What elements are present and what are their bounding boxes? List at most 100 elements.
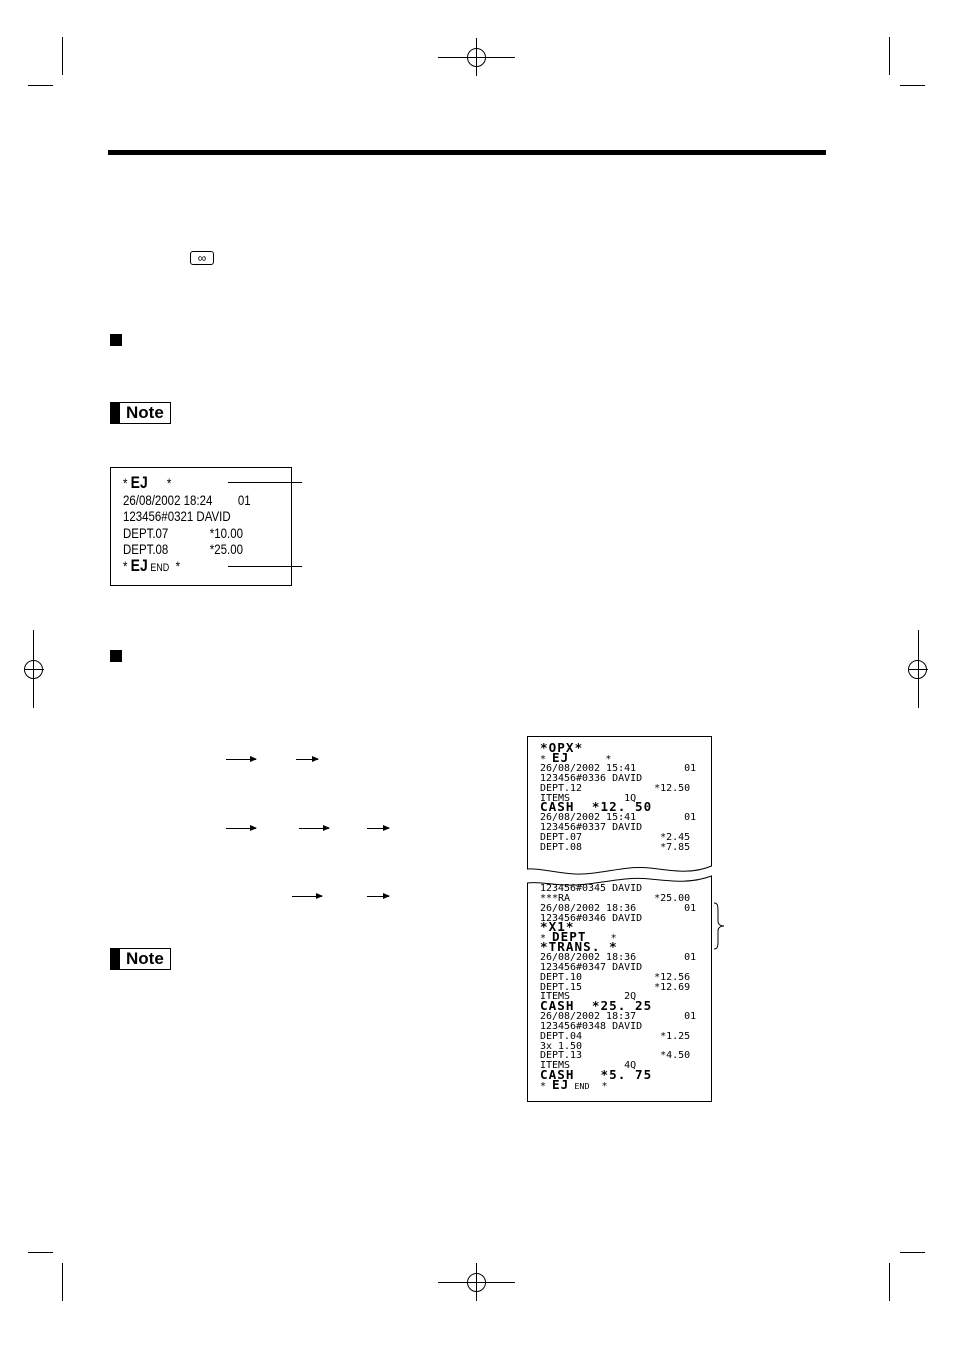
printout-text: END <box>569 1082 590 1091</box>
printout-line: 26/08/2002 18:36 01 <box>540 953 696 963</box>
printout-line: * EJ END * <box>123 556 181 576</box>
printout-line: 26/08/2002 15:41 01 <box>540 813 696 823</box>
printout-text: * <box>147 475 172 491</box>
printout-line: ***RA *25.00 <box>540 892 691 904</box>
printout-line: DEPT.04 *1.25 <box>540 1030 691 1042</box>
printout-text: CASH *25. 25 <box>540 999 653 1014</box>
printout-line: DEPT.07 *2.45 <box>540 833 690 843</box>
printout-line: DEPT.15 *12.69 <box>540 981 691 993</box>
printout-text: ITEMS 4Q <box>540 1060 637 1072</box>
printout-text: *OP <box>540 741 566 755</box>
printout-text: * <box>540 1081 553 1092</box>
printout-text: ***RA *25.00 <box>540 892 691 904</box>
printout-line: DEPT.07 *10.00 <box>123 525 243 541</box>
note-label: Note <box>126 949 164 968</box>
printout-text: 123456#0345 DAVID <box>540 883 643 894</box>
printout-line: 26/08/2002 18:36 01 <box>540 902 697 914</box>
printout-line: ITEMS 4Q <box>540 1061 636 1071</box>
note-label: Note <box>126 403 164 422</box>
printout-text: * <box>123 558 131 574</box>
printout-text: END <box>147 562 170 574</box>
printout-line: *TRANS. * <box>540 941 618 954</box>
printout-text: 26/08/2002 15:41 01 <box>540 762 697 774</box>
printout-text: * <box>569 753 612 765</box>
printout-text: *X1* <box>540 920 575 935</box>
brace-icon <box>713 902 725 950</box>
printout-line: 26/08/2002 18:37 01 <box>540 1012 696 1022</box>
printout-line: 3x 1.50 <box>540 1040 583 1052</box>
arrow-icon <box>226 756 257 762</box>
printout-line: DEPT.12 *12.50 <box>540 782 691 794</box>
printout-text: * <box>589 1081 608 1092</box>
printout-text: * <box>586 933 617 945</box>
arrow-icon <box>367 825 390 831</box>
note-badge-1: Note <box>110 402 171 424</box>
printout-text: 123456#0348 DAVID <box>540 1020 643 1032</box>
printout-line: CASH *25. 25 <box>540 999 653 1014</box>
printout-line: *OPX* <box>540 741 584 755</box>
printout-text: 26/08/2002 15:41 01 <box>540 812 697 824</box>
printout-text: 123456#0346 DAVID <box>540 912 643 924</box>
printout-text: * <box>540 933 553 945</box>
printout-text: ITEMS 2Q <box>540 991 637 1003</box>
printout-text: DEPT.07 *10.00 <box>123 524 243 541</box>
printout-line: 123456#0345 DAVID <box>540 884 642 894</box>
leader-line-ej-header <box>228 482 302 483</box>
printout-text: DEPT.10 *12.56 <box>540 971 691 983</box>
section-bullet-2 <box>110 650 122 662</box>
printout-text: 3x 1.50 <box>540 1040 583 1052</box>
printout-text: DEPT <box>552 930 587 945</box>
printout-text: DEPT.12 *12.50 <box>540 782 691 794</box>
printout-line: * DEPT * <box>540 930 617 945</box>
printout-line: *X1* <box>540 920 575 935</box>
printout-line: DEPT.08 *25.00 <box>123 541 243 557</box>
printout-text: 26/08/2002 18:24 01 <box>123 491 251 508</box>
printout-line: * EJ * <box>540 750 612 765</box>
section-bullet-1 <box>110 334 122 346</box>
printout-text: DEPT.04 *1.25 <box>540 1030 691 1042</box>
receipt-paper-outline <box>527 736 712 1102</box>
printout-line: DEPT.10 *12.56 <box>540 971 691 983</box>
arrow-icon <box>226 825 257 831</box>
arrow-icon <box>292 893 323 899</box>
printout-line: 26/08/2002 15:41 01 <box>540 762 697 774</box>
printout-line: 123456#0336 DAVID <box>540 773 642 784</box>
printout-text: EJ <box>130 556 148 575</box>
printout-text: 26/08/2002 18:36 01 <box>540 902 697 914</box>
printout-text: DEPT.07 *2.45 <box>540 832 691 844</box>
leader-line-ej-end <box>228 566 302 567</box>
arrow-icon <box>299 825 330 831</box>
infinity-icon: ∞ <box>190 251 214 265</box>
printout-text: 26/08/2002 18:36 01 <box>540 951 697 963</box>
printout-line: * EJ END * <box>540 1078 608 1092</box>
printout-text: DEPT.08 *7.85 <box>540 842 691 853</box>
printout-line: CASH *12. 50 <box>540 801 652 814</box>
printout-text: * <box>169 558 181 574</box>
printout-text: * <box>540 753 553 765</box>
printout-line: DEPT.13 *4.50 <box>540 1051 690 1061</box>
printout-line: DEPT.08 *7.85 <box>540 843 690 853</box>
printout-line: 123456#0321 DAVID <box>123 508 231 524</box>
printout-text: X <box>565 741 575 755</box>
printout-line: ITEMS 1Q <box>540 792 637 804</box>
printout-text: * <box>123 475 131 491</box>
printout-text: DEPT.08 *25.00 <box>123 541 243 558</box>
printout-line: ITEMS 2Q <box>540 992 636 1002</box>
printout-text: EJ <box>552 1078 570 1092</box>
printout-text: 123456#0337 DAVID <box>540 822 643 834</box>
printout-text: EJ <box>552 750 570 765</box>
printout-text: DEPT.15 *12.69 <box>540 981 691 993</box>
printout-line: CASH *5. 75 <box>540 1068 653 1083</box>
arrow-icon <box>367 893 390 899</box>
printout-text: DEPT.13 *4.50 <box>540 1050 691 1062</box>
printout-line: 26/08/2002 18:24 01 <box>123 492 251 508</box>
note-badge-2: Note <box>110 948 171 970</box>
printout-text: ITEMS 1Q <box>540 792 637 804</box>
printout-text: * <box>574 741 584 755</box>
printout-line: 123456#0347 DAVID <box>540 962 642 973</box>
printout-line: 123456#0337 DAVID <box>540 823 642 833</box>
printout-text: CASH *5. 75 <box>540 1068 653 1083</box>
